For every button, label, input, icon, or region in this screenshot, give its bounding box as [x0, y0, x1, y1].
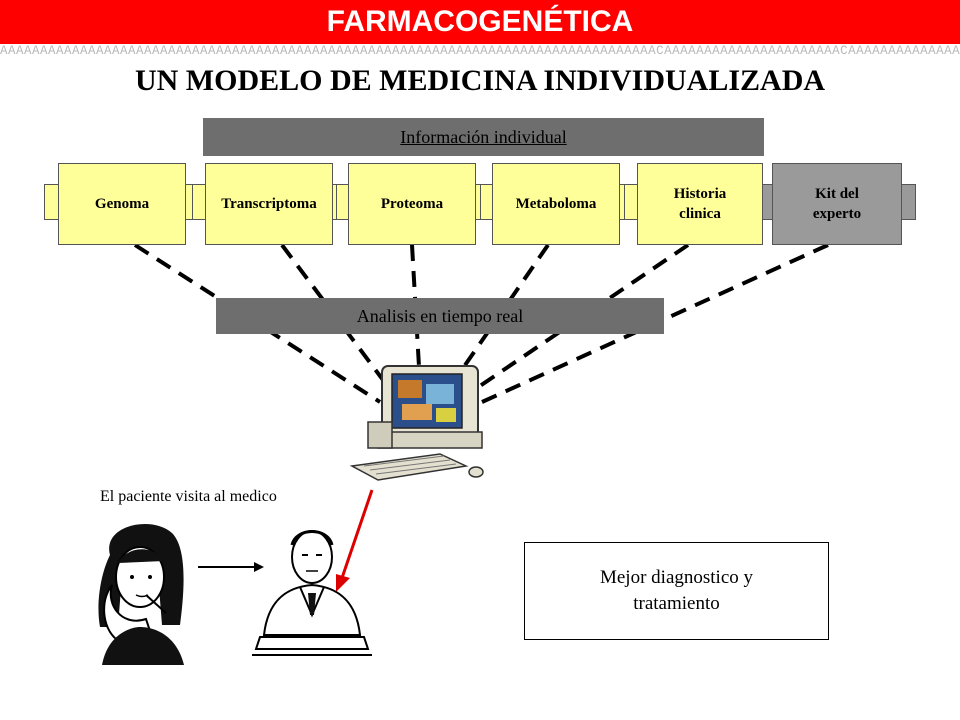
source-transcriptoma: Transcriptoma — [205, 163, 333, 245]
header-title: FARMACOGENÉTICA — [326, 5, 634, 38]
info-individual-box: Información individual — [203, 118, 764, 156]
result-box: Mejor diagnostico y tratamiento — [524, 542, 829, 640]
header-bar: FARMACOGENÉTICA — [0, 0, 960, 44]
doctor-icon — [252, 530, 372, 656]
source-proteoma-label: Proteoma — [380, 196, 444, 212]
patient-arrow-head — [336, 574, 350, 592]
analysis-box: Analisis en tiempo real — [216, 298, 664, 334]
source-kit-experto: Kit del experto — [772, 163, 902, 245]
info-individual-label: Información individual — [400, 126, 567, 147]
connector-historia — [472, 243, 690, 392]
source-metaboloma: Metaboloma — [492, 163, 620, 245]
patient-arrow-line — [340, 489, 374, 579]
source-genoma: Genoma — [58, 163, 186, 245]
patient-caption: El paciente visita al medico — [100, 488, 277, 506]
dna-sequence-background: AAAAAAAAAAAAAAAAAAAAAAAAAAAAAAAAAAAAAAAA… — [0, 44, 960, 58]
source-metaboloma-label: Metaboloma — [515, 196, 597, 212]
result-label: Mejor diagnostico y tratamiento — [599, 567, 754, 614]
source-genoma-label: Genoma — [94, 196, 150, 212]
computer-icon — [349, 365, 484, 481]
source-kit-label: Kit del experto — [812, 186, 862, 222]
patient-doctor-illustration — [98, 524, 372, 665]
connector-proteoma — [410, 244, 422, 385]
connector-transcriptoma — [280, 243, 397, 398]
source-proteoma: Proteoma — [348, 163, 476, 245]
source-transcriptoma-label: Transcriptoma — [221, 196, 317, 212]
patient-girl-icon — [98, 524, 184, 665]
page-subtitle: UN MODELO DE MEDICINA INDIVIDUALIZADA — [134, 64, 826, 97]
analysis-label: Analisis en tiempo real — [356, 305, 524, 326]
visit-arrow-head — [254, 562, 264, 572]
source-historia-clinica: Historia clinica — [637, 163, 763, 245]
source-historia-label: Historia clinica — [673, 186, 727, 222]
